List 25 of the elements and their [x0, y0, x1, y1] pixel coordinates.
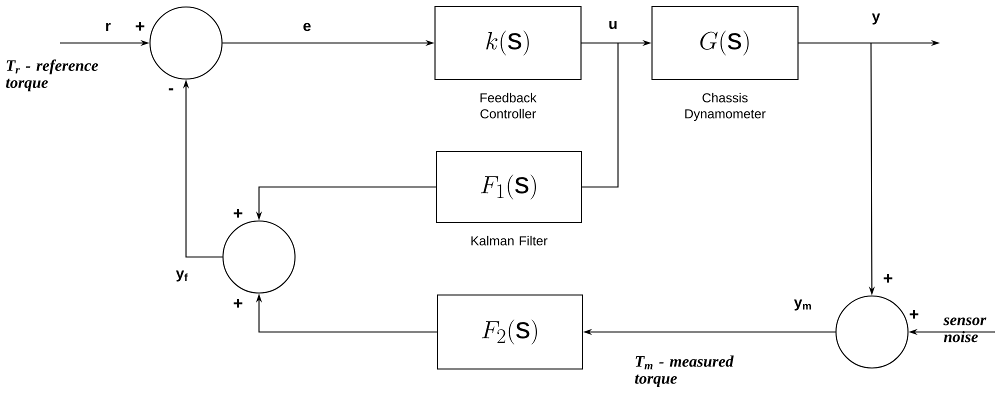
signal-label: y$_{f}$ [174, 269, 190, 282]
sign-label: + [884, 274, 892, 283]
signal-label: e [302, 22, 312, 32]
signal-label: u [607, 20, 619, 30]
block-caption: Feedback Controller [480, 92, 537, 118]
block-caption: Kalman Filter [471, 236, 548, 246]
signal-label: y$_{m}$ [792, 298, 814, 312]
signal-label: r [104, 22, 112, 32]
annotation: T$_{m}$ - measured torque [635, 356, 734, 388]
transfer-function-box: $k(\mathrm{s})$ [434, 6, 582, 80]
annotation: T$_{r}$ - reference torque [6, 60, 98, 92]
signal-label: y [870, 12, 882, 26]
summing-junction [835, 295, 909, 369]
block-caption: Chassis Dynamometer [685, 92, 766, 121]
sign-label: + [910, 310, 918, 319]
summing-junction [149, 6, 223, 80]
summing-junction [222, 220, 296, 294]
transfer-function-box: $F_{2}(\mathrm{s})$ [436, 294, 584, 370]
transfer-function-box: $F_{1}(\mathrm{s})$ [436, 150, 582, 224]
sign-label: + [234, 299, 242, 308]
sign-label: - [168, 88, 174, 90]
sign-label: + [234, 209, 242, 218]
transfer-function-box: $G(\mathrm{s})$ [651, 6, 799, 80]
sign-label: + [136, 22, 144, 31]
annotation: sensor noise [943, 318, 986, 342]
